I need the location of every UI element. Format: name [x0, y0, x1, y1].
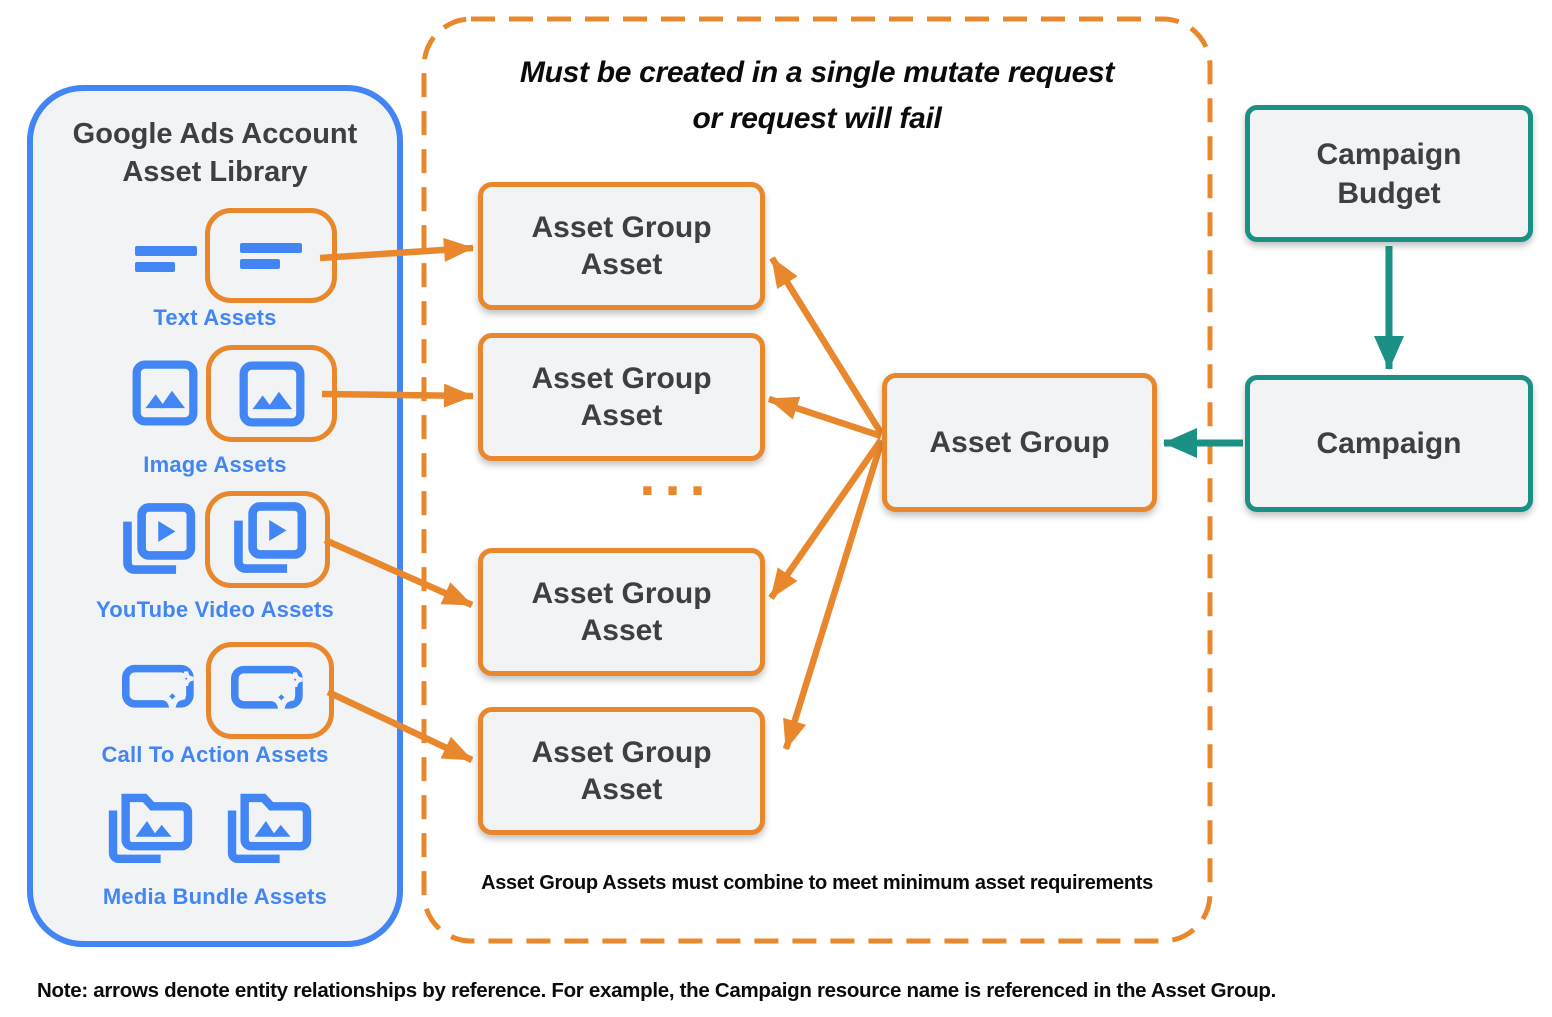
- selected-cta-asset-frame: [206, 642, 334, 739]
- cta-sparkle-icon: [122, 661, 200, 719]
- asset-group-asset-box-4: Asset Group Asset: [478, 707, 765, 835]
- minimum-requirements-caption: Asset Group Assets must combine to meet …: [481, 872, 1153, 894]
- asset-group-asset-box-1: Asset Group Asset: [478, 182, 765, 310]
- text-assets-label: Text Assets: [153, 305, 277, 330]
- selected-image-asset-frame: [206, 345, 337, 442]
- arrow-asset-group-to-aga-2: [767, 395, 883, 440]
- arrow-asset-group-to-aga-1: [769, 256, 884, 435]
- footnote: Note: arrows denote entity relationships…: [37, 979, 1277, 1002]
- selected-text-asset-frame: [205, 208, 337, 303]
- asset-group-asset-box-2: Asset Group Asset: [478, 333, 765, 461]
- mutate-request-title: Must be created in a single mutate reque…: [519, 56, 1115, 135]
- arrow-asset-group-to-aga-4: [782, 442, 885, 750]
- video-stack-icon: [117, 502, 197, 580]
- image-icon: [239, 361, 305, 427]
- call-to-action-assets-label: Call To Action Assets: [101, 742, 329, 767]
- asset-library-title: Google Ads Account Asset Library: [72, 118, 358, 188]
- image-icon: [132, 360, 198, 426]
- image-assets-label: Image Assets: [143, 452, 287, 477]
- media-folder-stack-icon: [222, 786, 317, 870]
- youtube-video-assets-label: YouTube Video Assets: [96, 597, 334, 622]
- selected-video-asset-frame: [205, 491, 330, 588]
- asset-library-panel: Google Ads Account Asset Library Text As…: [27, 85, 403, 947]
- campaign-box: Campaign: [1245, 375, 1533, 512]
- arrow-asset-group-to-aga-3: [768, 438, 884, 600]
- asset-group-box: Asset Group: [882, 373, 1157, 512]
- media-folder-stack-icon: [103, 786, 198, 870]
- media-bundle-assets-label: Media Bundle Assets: [102, 884, 328, 909]
- campaign-budget-box: Campaign Budget: [1245, 105, 1533, 242]
- cta-sparkle-icon: [231, 662, 309, 720]
- text-lines-icon: [240, 242, 302, 269]
- text-lines-icon: [135, 246, 197, 272]
- asset-group-asset-box-3: Asset Group Asset: [478, 548, 765, 676]
- video-stack-icon: [228, 501, 308, 579]
